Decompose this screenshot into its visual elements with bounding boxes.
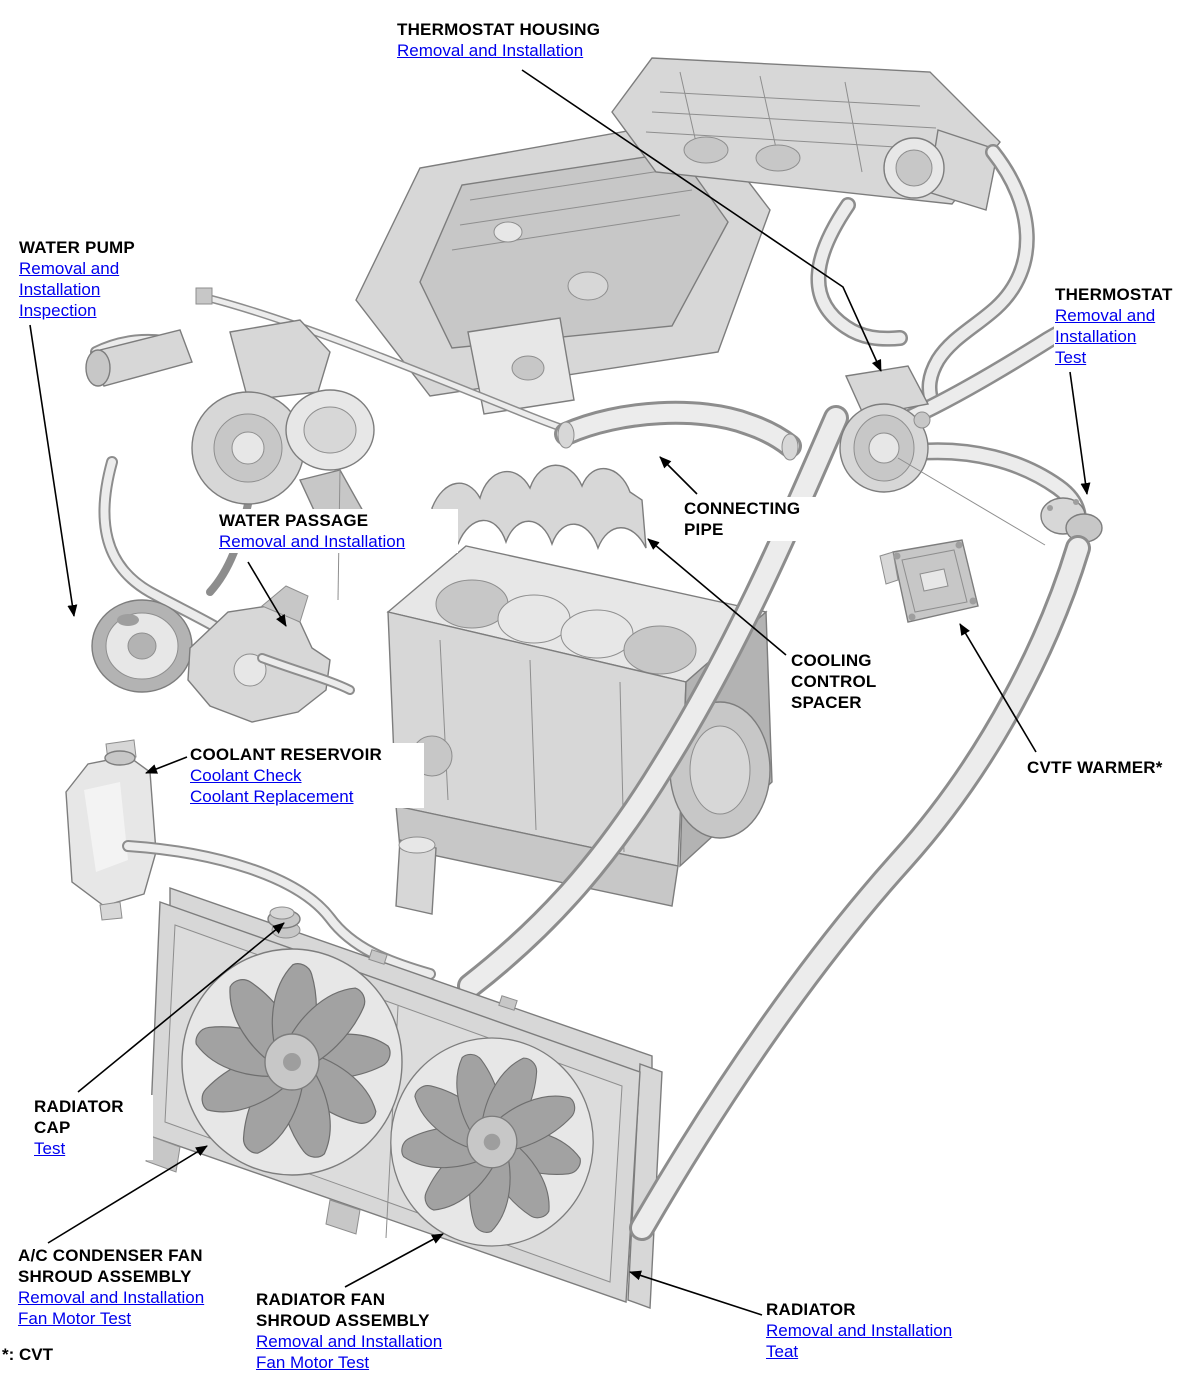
link-thermostat-removal[interactable]: Removal and Installation: [1055, 306, 1156, 346]
link-radiator-removal[interactable]: Removal and Installation: [766, 1321, 953, 1340]
leader-lines: [29, 69, 1091, 1316]
link-thermostat-test[interactable]: Test: [1055, 348, 1087, 367]
part-title: SPACER: [791, 693, 862, 712]
label-connecting-pipe: CONNECTING PIPE: [683, 497, 833, 541]
leader-radiator: [629, 1270, 763, 1316]
part-title: PIPE: [684, 520, 724, 539]
label-thermostat-housing: THERMOSTAT HOUSING Removal and Installat…: [396, 18, 641, 62]
part-title: RADIATOR: [34, 1097, 124, 1116]
connecting-pipe-art: [554, 400, 802, 461]
label-cooling-control-spacer: COOLING CONTROL SPACER: [790, 649, 920, 714]
link-thermostat-housing-removal[interactable]: Removal and Installation: [397, 41, 584, 60]
leader-connecting-pipe: [659, 456, 698, 495]
part-title: COOLING: [791, 651, 872, 670]
part-title: SHROUD ASSEMBLY: [256, 1311, 430, 1330]
leader-ac-condenser-fan-shroud: [47, 1145, 208, 1244]
thermostat-art: [1040, 497, 1103, 543]
part-title: RADIATOR FAN: [256, 1290, 386, 1309]
label-coolant-reservoir: COOLANT RESERVOIR Coolant Check Coolant …: [189, 743, 424, 808]
part-title: WATER PUMP: [19, 238, 135, 257]
link-radiator-cap-test[interactable]: Test: [34, 1139, 66, 1158]
leader-coolant-reservoir: [145, 756, 188, 774]
leader-cooling-control-spacer: [647, 538, 787, 656]
label-cvtf-warmer: CVTF WARMER*: [1026, 756, 1200, 779]
link-water-passage-removal[interactable]: Removal and Installation: [219, 532, 406, 551]
link-water-pump-removal[interactable]: Removal and Installation: [19, 259, 120, 299]
leader-thermostat-housing: [521, 69, 882, 372]
cylinder-head-art: [355, 117, 771, 415]
cvt-footnote: *: CVT: [2, 1345, 53, 1364]
label-radiator-fan-shroud: RADIATOR FAN SHROUD ASSEMBLY Removal and…: [255, 1288, 487, 1374]
cvtf-warmer-art: [879, 539, 979, 623]
part-title: THERMOSTAT HOUSING: [397, 20, 601, 39]
part-title: THERMOSTAT: [1055, 285, 1173, 304]
label-radiator: RADIATOR Removal and Installation Teat: [765, 1298, 997, 1363]
link-ac-condenser-fan-motor-test[interactable]: Fan Motor Test: [18, 1309, 132, 1328]
label-water-passage: WATER PASSAGE Removal and Installation: [218, 509, 458, 553]
radiator-assembly-art: [145, 887, 663, 1309]
engine-block-art: [386, 545, 773, 915]
link-radiator-fan-removal[interactable]: Removal and Installation: [256, 1332, 443, 1351]
water-passage-art: [187, 585, 355, 723]
label-thermostat: THERMOSTAT Removal and Installation Test: [1054, 283, 1194, 369]
link-coolant-replacement[interactable]: Coolant Replacement: [190, 787, 354, 806]
label-ac-condenser-fan-shroud: A/C CONDENSER FAN SHROUD ASSEMBLY Remova…: [17, 1244, 249, 1330]
part-title: A/C CONDENSER FAN: [18, 1246, 203, 1265]
part-title: WATER PASSAGE: [219, 511, 369, 530]
part-title: CVTF WARMER*: [1027, 758, 1163, 777]
leader-thermostat: [1069, 371, 1091, 495]
long-coolant-pipe-lower-art: [629, 535, 1091, 1241]
link-coolant-check[interactable]: Coolant Check: [190, 766, 302, 785]
label-radiator-cap: RADIATOR CAP Test: [33, 1095, 153, 1160]
link-ac-condenser-removal[interactable]: Removal and Installation: [18, 1288, 205, 1307]
leader-radiator-cap: [77, 922, 285, 1093]
part-title: CAP: [34, 1118, 71, 1137]
leader-water-passage: [247, 561, 287, 627]
part-title: CONTROL: [791, 672, 877, 691]
link-radiator-fan-motor-test[interactable]: Fan Motor Test: [256, 1353, 370, 1372]
leader-cvtf-warmer: [959, 623, 1037, 753]
part-title: RADIATOR: [766, 1300, 856, 1319]
part-title: COOLANT RESERVOIR: [190, 745, 382, 764]
link-radiator-teat[interactable]: Teat: [766, 1342, 799, 1361]
part-title: CONNECTING: [684, 499, 801, 518]
thermostat-housing-art: [839, 365, 1046, 546]
intake-manifold-art: [611, 57, 1001, 211]
leader-radiator-fan-shroud: [344, 1233, 444, 1288]
link-water-pump-inspection[interactable]: Inspection: [19, 301, 97, 320]
leader-water-pump: [29, 324, 78, 617]
label-water-pump: WATER PUMP Removal and Installation Insp…: [18, 236, 160, 322]
part-title: SHROUD ASSEMBLY: [18, 1267, 192, 1286]
